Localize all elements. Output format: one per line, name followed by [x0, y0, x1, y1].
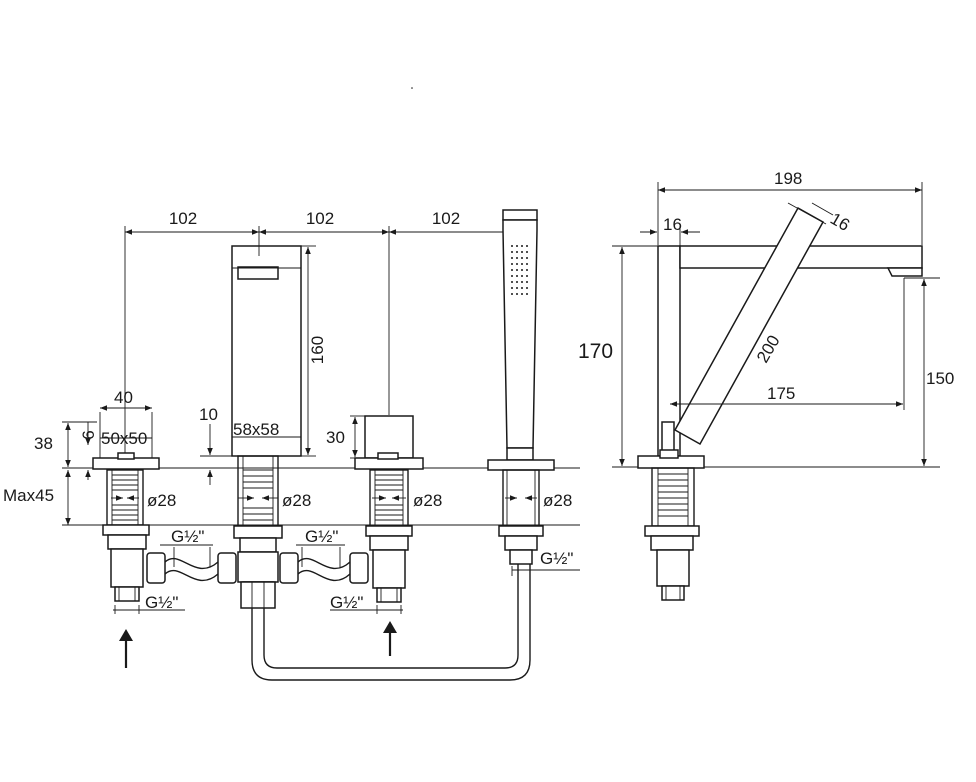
- knob-height-label: 30: [326, 428, 345, 447]
- spacing-1-label: 102: [169, 209, 197, 228]
- side-view: 198 16 16 200 170 150 175: [578, 169, 954, 601]
- gap-label: 10: [199, 405, 218, 424]
- thread-label-1: G½": [145, 593, 178, 612]
- max-deck-label: Max45: [3, 486, 54, 505]
- spacing-2-label: 102: [306, 209, 334, 228]
- right-valve: 30 ø28 G½": [326, 415, 442, 656]
- thread-label-2: G½": [171, 527, 204, 546]
- column-width-label: 16: [663, 215, 682, 234]
- speck: [411, 87, 413, 89]
- inner-reach-label: 175: [767, 384, 795, 403]
- handle-height-label: 6: [79, 430, 98, 439]
- spacing-3-label: 102: [432, 209, 460, 228]
- thread-label-3: G½": [305, 527, 338, 546]
- shank-1-label: ø28: [147, 491, 176, 510]
- hose-left: G½": [146, 527, 237, 584]
- shower-hose: [240, 564, 531, 681]
- handle-section-label: 50x50: [101, 429, 147, 448]
- shower-spray-dots: [511, 245, 528, 295]
- hand-shower: ø28 G½": [487, 209, 580, 576]
- hose-right: G½": [279, 527, 369, 584]
- total-height-label: 170: [578, 340, 613, 363]
- spout-height-label: 160: [308, 336, 327, 364]
- left-valve: G½": [92, 412, 185, 668]
- shank-3-label: ø28: [413, 491, 442, 510]
- front-view: 102 102 102: [3, 209, 580, 681]
- handle-width-label: 40: [114, 388, 133, 407]
- reach-label: 198: [774, 169, 802, 188]
- spout-section-label: 58x58: [233, 420, 279, 439]
- left-dimensions: 38 6 Max45 40 50x50: [3, 388, 152, 525]
- thread-label-4: G½": [330, 593, 363, 612]
- thread-label-5: G½": [540, 549, 573, 568]
- base-height-label: 38: [34, 434, 53, 453]
- spout: 160 58x58 10 ø28: [199, 245, 327, 607]
- shank-4-label: ø28: [543, 491, 572, 510]
- spout-height-side-label: 150: [926, 369, 954, 388]
- diag-width-label: 16: [827, 209, 853, 235]
- spacing-dimensions: 102 102 102: [124, 209, 521, 455]
- shank-2-label: ø28: [282, 491, 311, 510]
